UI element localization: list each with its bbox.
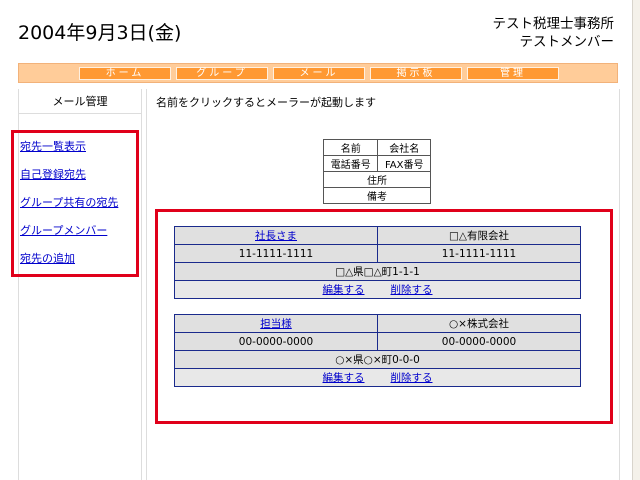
- contact-actions: 編集する 削除する: [174, 280, 581, 299]
- nav-bbs-button[interactable]: 掲示板: [370, 67, 462, 80]
- field-legend-table: 名前 会社名 電話番号 FAX番号 住所 備考: [322, 139, 431, 204]
- sidebar-item-group-members[interactable]: グループメンバー: [20, 224, 108, 237]
- delete-contact-link[interactable]: 削除する: [390, 284, 433, 296]
- edit-contact-link[interactable]: 編集する: [322, 284, 365, 296]
- contact-actions: 編集する 削除する: [174, 368, 581, 387]
- sidebar-item-self-registered[interactable]: 自己登録宛先: [20, 168, 86, 181]
- nav-admin-button[interactable]: 管理: [467, 67, 559, 80]
- nav-group-button[interactable]: グループ: [176, 67, 268, 80]
- contact-fax: 00-0000-0000: [377, 332, 581, 351]
- nav-mail-button[interactable]: メール: [273, 67, 365, 80]
- sidebar-item-address-list[interactable]: 宛先一覧表示: [20, 140, 86, 153]
- legend-phone: 電話番号: [322, 155, 379, 172]
- main-area: [146, 89, 620, 480]
- contact-address: ○×県○×町0-0-0: [174, 350, 581, 369]
- sidebar-links-highlight: 宛先一覧表示 自己登録宛先 グループ共有の宛先 グループメンバー 宛先の追加: [11, 130, 139, 277]
- contact-phone: 00-0000-0000: [174, 332, 378, 351]
- edit-contact-link[interactable]: 編集する: [322, 372, 365, 384]
- member-name: テストメンバー: [519, 34, 615, 50]
- contact-address: □△県□△町1-1-1: [174, 262, 581, 281]
- legend-note: 備考: [323, 187, 431, 204]
- vertical-scrollbar[interactable]: [632, 0, 640, 480]
- office-name: テスト税理士事務所: [492, 16, 615, 32]
- legend-company: 会社名: [377, 139, 431, 156]
- current-date: 2004年9月3日(金): [18, 22, 182, 44]
- contact-name-link[interactable]: 担当様: [260, 318, 292, 330]
- top-nav: ホーム グループ メール 掲示板 管理: [18, 63, 618, 83]
- legend-name: 名前: [322, 139, 379, 156]
- delete-contact-link[interactable]: 削除する: [390, 372, 433, 384]
- legend-fax: FAX番号: [377, 155, 431, 172]
- contact-fax: 11-1111-1111: [377, 244, 581, 263]
- sidebar-title: メール管理: [19, 91, 141, 114]
- office-info: テスト税理士事務所 テストメンバー: [493, 15, 615, 51]
- contact-card: 担当様 ○×株式会社 00-0000-0000 00-0000-0000 ○×県…: [174, 314, 581, 387]
- legend-address: 住所: [323, 171, 431, 188]
- sidebar-item-add-address[interactable]: 宛先の追加: [20, 252, 75, 265]
- contact-company: □△有限会社: [377, 226, 581, 245]
- contact-company: ○×株式会社: [377, 314, 581, 333]
- sidebar: メール管理: [18, 89, 142, 480]
- contact-card: 社長さま □△有限会社 11-1111-1111 11-1111-1111 □△…: [174, 226, 581, 299]
- contact-phone: 11-1111-1111: [174, 244, 378, 263]
- hint-text: 名前をクリックするとメーラーが起動します: [156, 96, 376, 109]
- nav-home-button[interactable]: ホーム: [79, 67, 171, 80]
- contacts-highlight: [155, 209, 613, 424]
- contact-name-link[interactable]: 社長さま: [255, 230, 297, 242]
- sidebar-item-group-shared[interactable]: グループ共有の宛先: [20, 196, 119, 209]
